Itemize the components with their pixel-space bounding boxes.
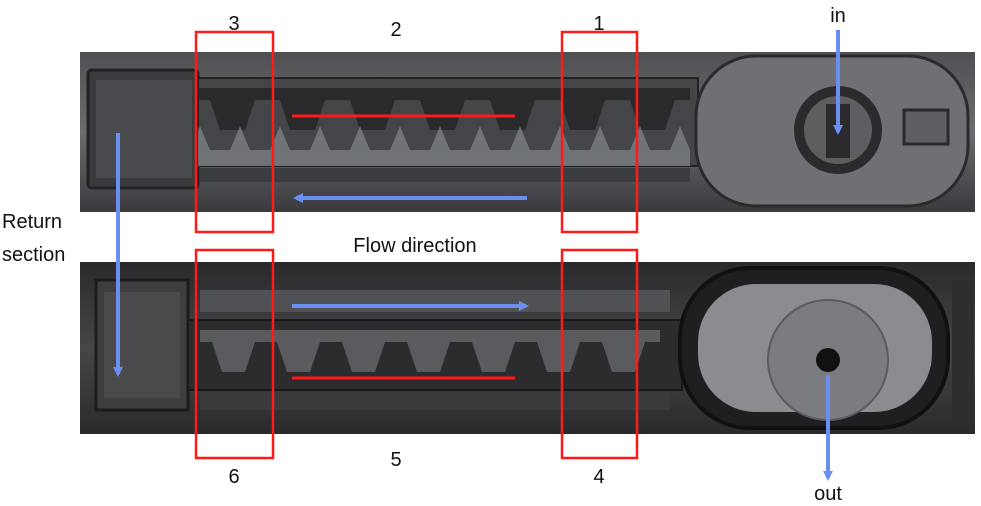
region-box-6 [194, 248, 275, 460]
label-return: Return [2, 211, 62, 233]
bottom-emitter-photo [80, 262, 975, 434]
label-5: 5 [390, 449, 401, 471]
label-3: 3 [228, 13, 239, 35]
region-box-3 [194, 30, 275, 234]
region-box-4 [560, 248, 639, 460]
label-flow-direction: Flow direction [353, 235, 476, 257]
label-1: 1 [593, 13, 604, 35]
label-6: 6 [228, 466, 239, 488]
label-section: section [2, 244, 65, 266]
region-box-1 [560, 30, 639, 234]
label-in: in [830, 5, 846, 27]
label-2: 2 [390, 19, 401, 41]
top-emitter-photo [80, 52, 975, 212]
label-4: 4 [593, 466, 604, 488]
label-out: out [814, 483, 842, 505]
